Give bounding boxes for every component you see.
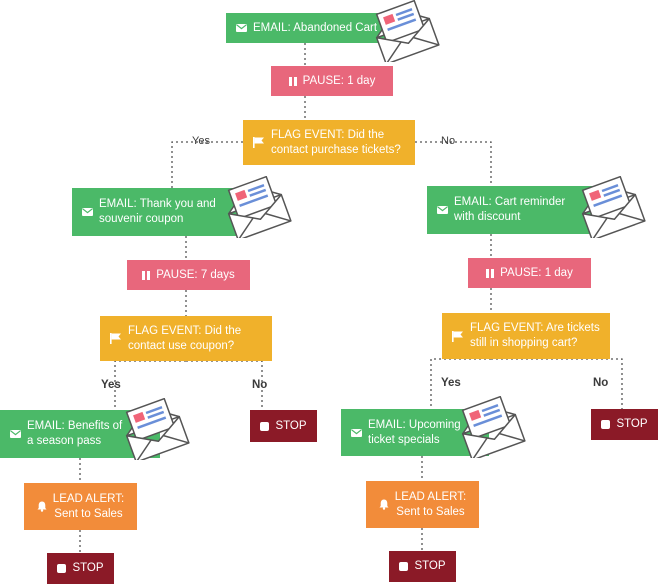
line: FLAG EVENT: Are tickets: [470, 322, 600, 334]
node-text: EMAIL: Upcoming ticket specials: [368, 418, 461, 448]
stop-left-bottom-node[interactable]: STOP: [47, 553, 114, 584]
line: a season pass: [27, 435, 102, 447]
line: LEAD ALERT:: [52, 492, 125, 505]
top-no-label: No: [441, 135, 456, 147]
line: contact purchase tickets?: [271, 143, 401, 156]
node-text: EMAIL: Cart reminder with discount: [454, 195, 565, 225]
node-text: LEAD ALERT: Sent to Sales: [53, 492, 124, 522]
line: LEAD ALERT:: [394, 490, 467, 503]
node-text: STOP: [414, 560, 446, 572]
open-envelope-illustration: [581, 176, 646, 238]
envelope-icon: [351, 428, 362, 437]
line: still in shopping cart?: [470, 337, 578, 349]
open-envelope-illustration: [125, 398, 190, 460]
line: Sent to Sales: [54, 507, 123, 520]
email-cart-reminder-node[interactable]: EMAIL: Cart reminder with discount: [427, 186, 599, 234]
line: contact use coupon?: [128, 339, 235, 352]
envelope-icon: [437, 206, 448, 214]
line: EMAIL: Thank you and: [99, 198, 216, 210]
email-thank-you-node[interactable]: EMAIL: Thank you and souvenir coupon: [72, 188, 244, 236]
lead-alert-left-node[interactable]: LEAD ALERT: Sent to Sales: [24, 483, 137, 530]
line: ticket specials: [368, 433, 440, 446]
node-text: PAUSE: 1 day: [500, 266, 573, 279]
open-envelope-illustration: [375, 0, 440, 62]
stop-icon: [399, 562, 409, 571]
node-text: PAUSE: 7 days: [156, 268, 235, 281]
line: FLAG EVENT: Did the: [128, 324, 242, 337]
envelope-icon: [236, 24, 247, 32]
node-text: EMAIL: Benefits of a season pass: [27, 419, 122, 449]
line: EMAIL: Cart reminder: [454, 196, 566, 208]
flag-purchase-tickets-node[interactable]: FLAG EVENT: Did the contact purchase tick…: [243, 120, 415, 165]
bell-icon: [379, 499, 389, 510]
stop-right-bottom-node[interactable]: STOP: [389, 551, 456, 582]
node-text: EMAIL: Abandoned Cart: [253, 21, 378, 34]
stop-icon: [260, 421, 270, 431]
pause-icon: [288, 76, 297, 86]
open-envelope-illustration: [227, 176, 292, 238]
flag-use-coupon-node[interactable]: FLAG EVENT: Did the contact use coupon?: [100, 316, 272, 361]
stop-icon: [57, 564, 67, 573]
node-text: STOP: [72, 562, 104, 574]
node-text: PAUSE: 1 day: [302, 74, 376, 87]
cart-yes-label: Yes: [441, 377, 461, 389]
flag-icon: [253, 137, 265, 148]
node-text: STOP: [616, 418, 648, 430]
email-abandoned-cart-node[interactable]: EMAIL: Abandoned Cart: [226, 13, 387, 43]
coupon-no-label: No: [252, 379, 268, 391]
line: souvenir coupon: [99, 213, 184, 225]
open-envelope-illustration: [461, 396, 526, 458]
flag-icon: [110, 333, 122, 344]
bell-icon: [37, 501, 47, 512]
node-text: FLAG EVENT: Did the contact use coupon?: [128, 324, 241, 354]
cart-no-label: No: [593, 377, 609, 389]
pause-1-day-right-node[interactable]: PAUSE: 1 day: [468, 258, 591, 288]
stop-cart-no-node[interactable]: STOP: [591, 409, 658, 440]
line: with discount: [454, 211, 521, 223]
pause-1-day-top-node[interactable]: PAUSE: 1 day: [271, 66, 393, 96]
stop-coupon-no-node[interactable]: STOP: [250, 410, 317, 442]
line: FLAG EVENT: Did the: [271, 128, 385, 141]
top-yes-label: Yes: [192, 135, 210, 147]
pause-7-days-node[interactable]: PAUSE: 7 days: [127, 260, 250, 290]
envelope-icon: [10, 430, 21, 438]
line: Sent to Sales: [396, 505, 465, 518]
flag-cart-node[interactable]: FLAG EVENT: Are tickets still in shopping…: [442, 313, 610, 359]
line: EMAIL: Upcoming: [368, 418, 461, 431]
node-text: FLAG EVENT: Did the contact purchase tick…: [271, 128, 401, 158]
flag-icon: [452, 330, 464, 342]
node-text: EMAIL: Thank you and souvenir coupon: [99, 197, 216, 227]
node-text: FLAG EVENT: Are tickets still in shopping…: [470, 321, 600, 351]
node-text: STOP: [275, 419, 307, 432]
node-text: LEAD ALERT: Sent to Sales: [395, 490, 466, 520]
coupon-yes-label: Yes: [101, 379, 121, 391]
envelope-icon: [82, 208, 93, 216]
lead-alert-right-node[interactable]: LEAD ALERT: Sent to Sales: [366, 481, 479, 528]
pause-icon: [142, 270, 151, 280]
line: EMAIL: Benefits of: [27, 420, 123, 432]
stop-icon: [601, 420, 611, 429]
pause-icon: [486, 268, 495, 278]
